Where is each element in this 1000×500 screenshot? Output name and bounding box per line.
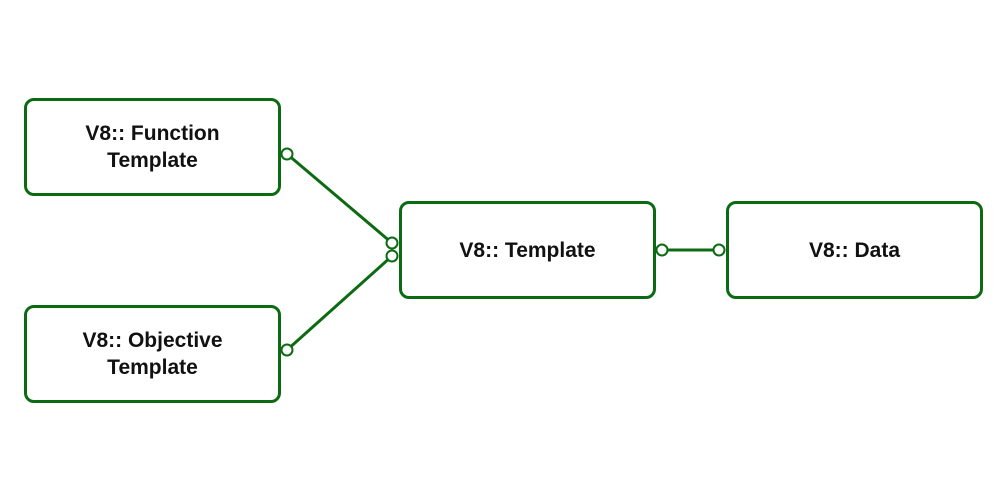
connector-endpoint-circle	[655, 243, 669, 257]
connector-endpoint-circle	[280, 147, 294, 161]
node-function-template-line1: V8:: Function	[85, 122, 220, 145]
node-data-label: V8:: Data	[808, 238, 901, 262]
node-objective-template: V8:: Objective Template	[24, 305, 281, 403]
node-template-label: V8:: Template	[459, 238, 596, 262]
node-objective-template-line2: Template	[107, 356, 198, 379]
connector-endpoint-circle	[712, 243, 726, 257]
connector-endpoint-circle	[385, 236, 399, 250]
connector-endpoint-circle	[280, 343, 294, 357]
node-objective-template-line1: V8:: Objective	[82, 329, 223, 352]
connector-endpoint-circle	[385, 249, 399, 263]
node-function-template-line2: Template	[107, 149, 198, 172]
node-template: V8:: Template	[399, 201, 656, 299]
node-data: V8:: Data	[726, 201, 983, 299]
node-function-template: V8:: Function Template	[24, 98, 281, 196]
connector-function-to-template	[286, 152, 393, 245]
connector-objective-to-template	[285, 254, 394, 352]
